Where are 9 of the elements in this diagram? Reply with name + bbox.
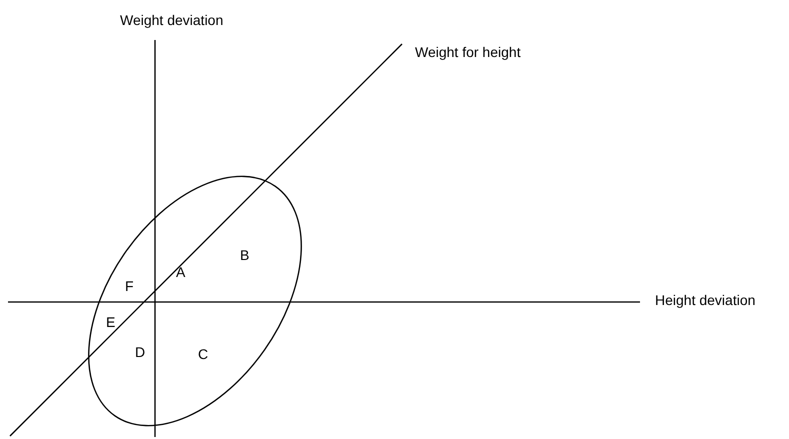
region-label: C <box>198 346 208 362</box>
axis-label: Weight deviation <box>120 12 224 28</box>
region-label: D <box>135 344 146 360</box>
line-label: Weight for height <box>415 44 521 60</box>
region-label: B <box>240 247 250 263</box>
region-label: A <box>176 264 186 280</box>
axis-label: Height deviation <box>655 292 756 308</box>
region-label: F <box>125 278 134 294</box>
region-label: E <box>106 314 116 330</box>
